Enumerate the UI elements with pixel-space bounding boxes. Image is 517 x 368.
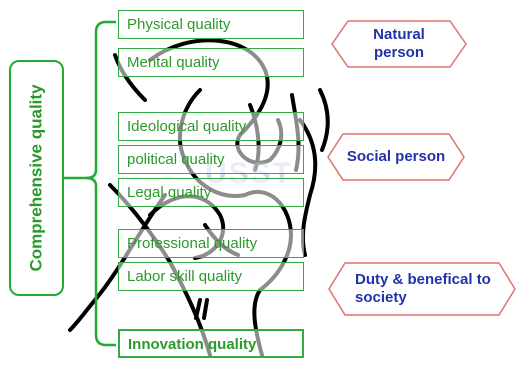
quality-box-professional: Professional quality bbox=[118, 229, 304, 258]
category-social-person: Social person bbox=[346, 148, 446, 165]
quality-box-political: political quality bbox=[118, 145, 304, 174]
quality-box-labor-skill: Labor skill quality bbox=[118, 262, 304, 291]
hexagon-duty bbox=[328, 262, 516, 316]
quality-box-physical: Physical quality bbox=[118, 10, 304, 39]
comprehensive-quality-label: Comprehensive quality bbox=[26, 84, 46, 272]
hexagons bbox=[327, 20, 516, 316]
quality-box-ideological: Ideological quality bbox=[118, 112, 304, 141]
comprehensive-quality-box: Comprehensive quality bbox=[9, 60, 64, 296]
quality-box-innovation: Innovation quality bbox=[118, 329, 304, 358]
hexagon-social bbox=[327, 133, 465, 181]
bracket bbox=[64, 20, 116, 347]
quality-box-legal: Legal quality bbox=[118, 178, 304, 207]
category-duty-society: Duty & benefical to society bbox=[355, 271, 491, 306]
hexagon-natural bbox=[331, 20, 467, 68]
category-natural-person: Natural person bbox=[373, 26, 425, 61]
quality-box-mental: Mental quality bbox=[118, 48, 304, 77]
